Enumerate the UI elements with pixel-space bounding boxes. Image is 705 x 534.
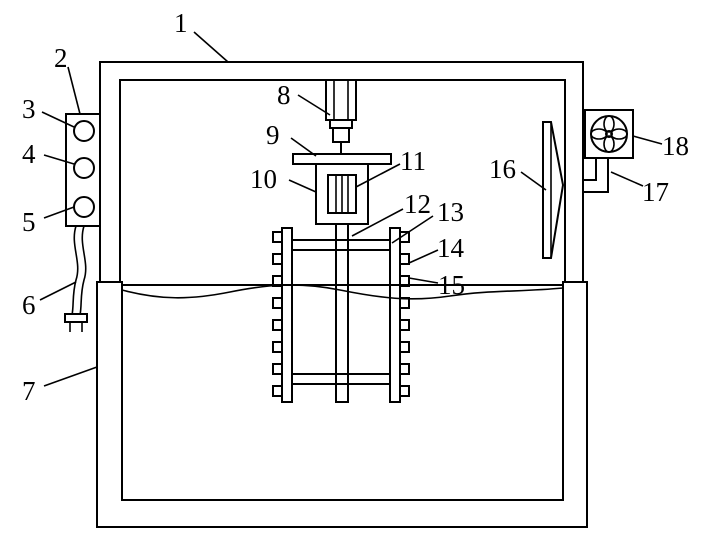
control-box <box>66 114 100 226</box>
label-11: 11 <box>400 146 426 176</box>
rotating-frame <box>282 228 400 402</box>
plug <box>65 314 87 322</box>
label-8: 8 <box>277 80 291 110</box>
brush-teeth-right <box>400 232 409 396</box>
knob-4 <box>74 158 94 178</box>
motor <box>316 164 368 224</box>
brush-teeth-left <box>273 232 282 396</box>
water-tank <box>97 282 587 527</box>
cylinder <box>326 80 356 154</box>
label-18: 18 <box>662 131 689 161</box>
knob-5 <box>74 197 94 217</box>
label-6: 6 <box>22 290 36 320</box>
label-13: 13 <box>437 197 464 227</box>
label-10: 10 <box>250 164 277 194</box>
fan-unit <box>585 110 633 158</box>
mounting-plate <box>293 154 391 164</box>
label-14: 14 <box>437 233 465 263</box>
label-7: 7 <box>22 376 36 406</box>
label-17: 17 <box>642 177 669 207</box>
label-5: 5 <box>22 207 36 237</box>
label-4: 4 <box>22 139 36 169</box>
knob-3 <box>74 121 94 141</box>
label-15: 15 <box>438 270 465 300</box>
label-1: 1 <box>174 8 188 38</box>
water-surface <box>122 285 563 299</box>
label-12: 12 <box>404 189 431 219</box>
air-pipe <box>583 158 608 192</box>
label-16: 16 <box>489 154 516 184</box>
label-2: 2 <box>54 43 68 73</box>
label-9: 9 <box>266 120 280 150</box>
label-3: 3 <box>22 94 36 124</box>
power-cord <box>65 226 87 332</box>
